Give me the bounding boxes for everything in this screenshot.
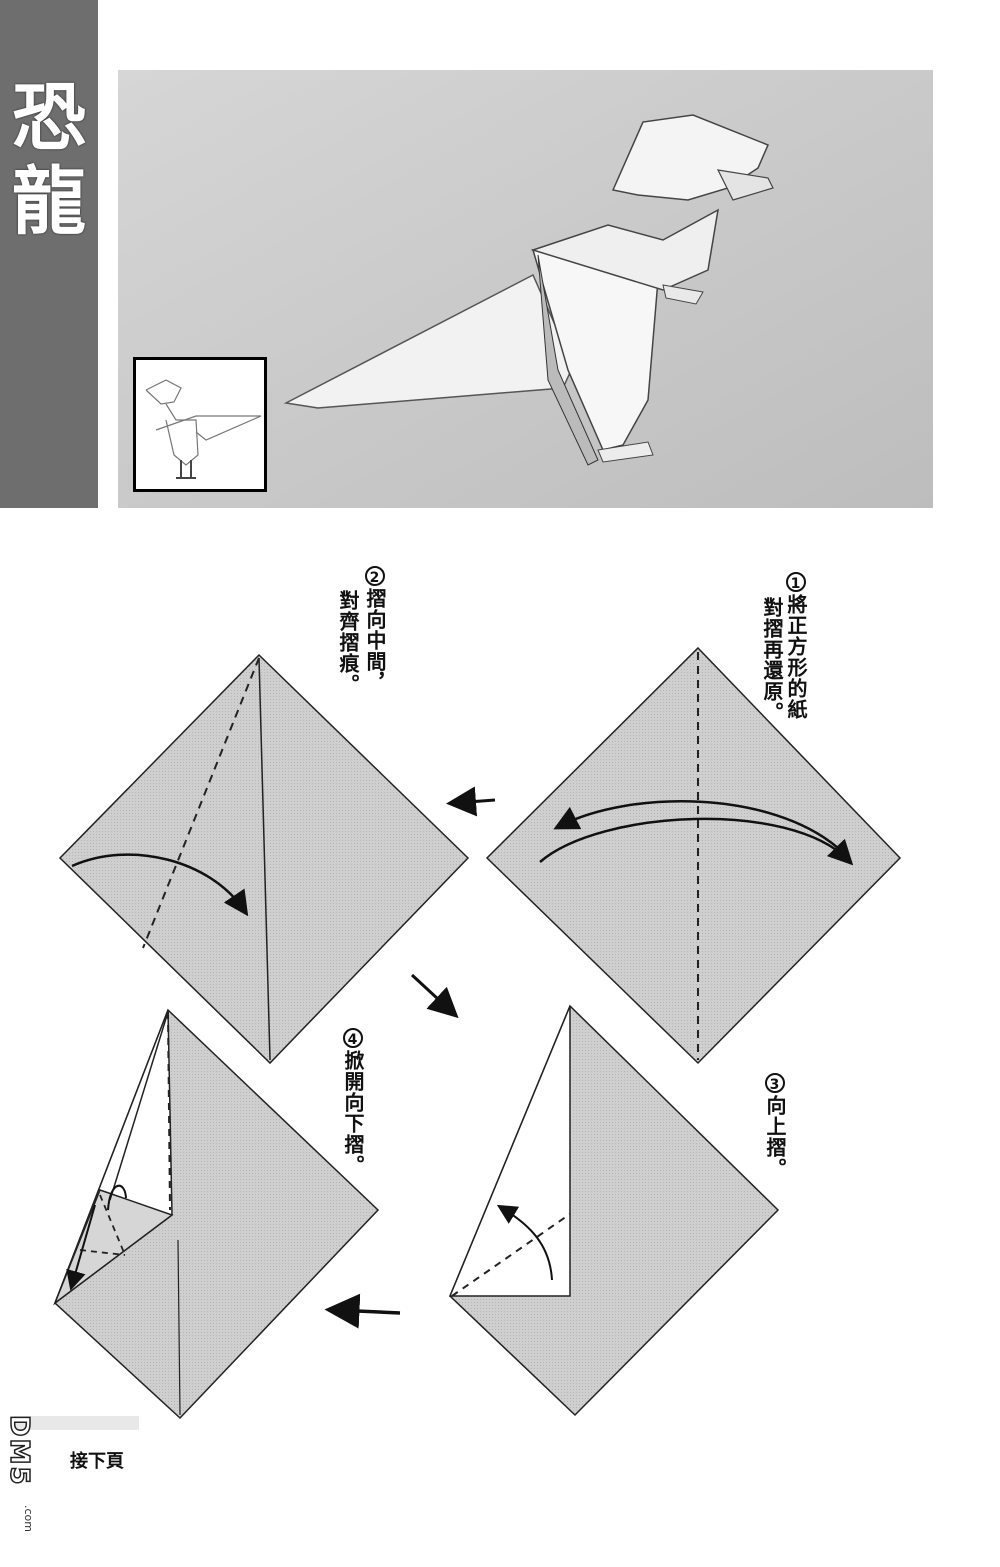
title-band	[0, 0, 98, 508]
fold-arrow-icon	[496, 1204, 553, 1281]
step-2-line-1: 摺向中間，	[363, 588, 387, 693]
arrow-left-icon	[446, 786, 496, 817]
step-4-number: 4	[343, 1028, 363, 1048]
dinosaur-thumbnail-icon	[145, 379, 262, 479]
step-4-diagram	[53, 1008, 380, 1420]
step-4-line-1: 掀開向下摺。	[341, 1050, 365, 1176]
step-3-line-1: 向上摺。	[763, 1095, 787, 1179]
watermark-logo: DM5	[3, 1414, 35, 1487]
step-3-diagram	[448, 1004, 780, 1417]
fold-arrow-icon	[553, 800, 839, 849]
dinosaur-thumbnail	[133, 357, 267, 492]
step-1-diagram	[485, 646, 902, 1065]
step-2-number: 2	[365, 566, 385, 586]
step-1-caption: 1將正方形的紙	[784, 572, 808, 720]
step-2-diagram	[58, 653, 470, 1065]
fold-arrow-icon	[71, 853, 249, 917]
step-2-caption: 2摺向中間，	[363, 566, 387, 693]
footer-bar	[14, 1416, 139, 1430]
step-1-number: 1	[786, 572, 806, 592]
step-1-line-1: 將正方形的紙	[784, 594, 808, 720]
step-3-caption: 3向上摺。	[763, 1073, 787, 1179]
arrow-left-icon	[324, 1293, 401, 1329]
step-3-number: 3	[765, 1073, 785, 1093]
page-title-char-1: 恐	[12, 75, 86, 161]
step-4-caption: 4掀開向下摺。	[341, 1028, 365, 1176]
fold-arrow-icon	[539, 817, 854, 866]
fold-arrow-icon	[66, 1204, 96, 1291]
arrow-down-right-icon	[410, 973, 459, 1019]
fold-arrow-icon	[107, 1184, 127, 1211]
watermark-domain: .com	[22, 1505, 35, 1532]
continued-next-page: 接下頁	[70, 1451, 124, 1472]
page-title-char-2: 龍	[12, 159, 86, 245]
step-2-caption-line-2: 對齊摺痕。	[336, 590, 360, 695]
step-1-caption-line-2: 對摺再還原。	[760, 597, 784, 723]
